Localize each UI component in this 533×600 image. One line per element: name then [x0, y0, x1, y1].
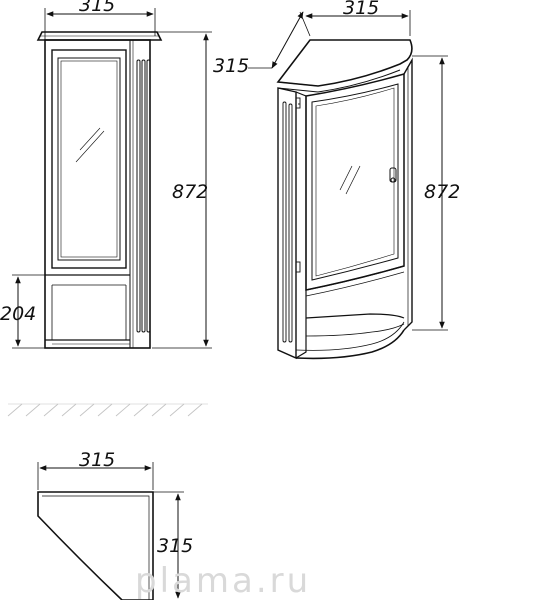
iso-door-handle: [389, 167, 397, 183]
iso-base: [295, 329, 405, 360]
front-width-label: 315: [79, 0, 115, 16]
iso-left-side: [277, 87, 297, 360]
isometric-view: [248, 10, 448, 360]
plan-view: [37, 462, 184, 600]
iso-width-label: 315: [343, 0, 379, 19]
iso-top: [276, 39, 413, 87]
front-door: [51, 49, 127, 269]
front-view: [12, 8, 212, 349]
iso-height-label: 872: [424, 181, 460, 203]
iso-fluted-column: [282, 101, 293, 343]
iso-shelf: [305, 313, 405, 319]
iso-door: [305, 73, 405, 291]
front-height-label: 872: [172, 181, 208, 203]
plan-depth-label: 315: [157, 535, 193, 557]
front-base-height-label: 204: [0, 303, 36, 325]
iso-depth-label: 315: [213, 55, 249, 77]
floor-hatch: [7, 403, 208, 417]
plan-outline: [37, 491, 154, 600]
plan-width-label: 315: [79, 449, 115, 471]
front-fluted-column: [136, 59, 151, 333]
watermark: plama.ru: [135, 561, 311, 600]
iso-depth-dim-line: [271, 11, 304, 69]
